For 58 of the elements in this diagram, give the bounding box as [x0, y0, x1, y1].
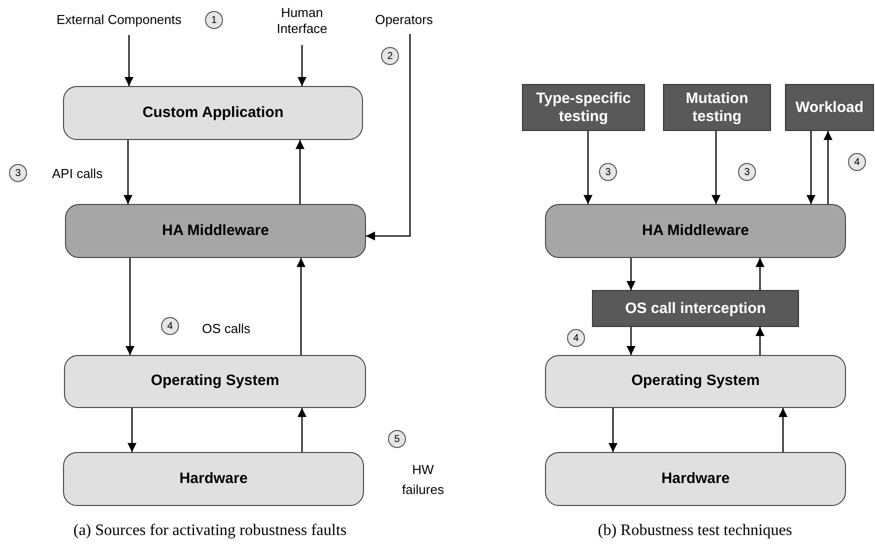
- box-label: Workload: [795, 98, 864, 116]
- arrow: [366, 34, 411, 240]
- arrow: [626, 327, 636, 355]
- box-label: Hardware: [179, 468, 248, 489]
- layer-box: [545, 355, 846, 408]
- source-label: Human Interface: [262, 2, 342, 40]
- callout-number: 3: [738, 163, 756, 181]
- layer-box: [63, 86, 363, 140]
- arrow: [128, 408, 136, 452]
- box-label: Custom Application: [142, 102, 284, 123]
- layer-box: [545, 204, 846, 258]
- callout-number: 4: [161, 317, 179, 335]
- technique-box: [663, 84, 771, 131]
- box-label: HA Middleware: [642, 220, 749, 241]
- callout-number: 3: [599, 163, 617, 181]
- layer-box: [63, 452, 364, 506]
- callout-number: 2: [381, 47, 399, 65]
- arrow: [124, 35, 134, 86]
- callout-number: 4: [848, 153, 866, 171]
- arrow: [584, 131, 592, 204]
- technique-box: [785, 84, 874, 131]
- arrow: [778, 408, 788, 452]
- annotation-text: API calls: [52, 165, 103, 183]
- arrow: [756, 258, 764, 290]
- arrow: [756, 327, 764, 355]
- arrow: [296, 140, 304, 204]
- arrow: [126, 258, 134, 355]
- layer-box: [64, 355, 366, 408]
- layer-box: [545, 452, 846, 506]
- arrow: [608, 408, 618, 452]
- callout-number: 3: [9, 164, 27, 182]
- arrow: [824, 131, 832, 204]
- caption: (a) Sources for activating robustness faults: [72, 521, 348, 541]
- box-label: Operating System: [631, 371, 760, 392]
- arrow: [124, 140, 132, 204]
- layer-box: [65, 204, 366, 258]
- annotation-text: OS calls: [202, 320, 250, 338]
- box-label: Mutation testing: [684, 90, 750, 126]
- arrow: [296, 258, 306, 355]
- technique-box: [592, 290, 799, 327]
- arrow: [298, 408, 306, 452]
- annotation-text: HW failures: [401, 461, 445, 499]
- arrow: [806, 131, 816, 204]
- box-label: Type-specific testing: [535, 90, 632, 126]
- callout-number: 5: [388, 430, 406, 448]
- box-label: HA Middleware: [162, 220, 269, 241]
- box-label: Hardware: [661, 468, 730, 489]
- source-label: External Components: [38, 10, 200, 30]
- arrow: [626, 258, 636, 290]
- technique-box: [522, 84, 645, 131]
- arrow: [298, 45, 306, 86]
- callout-number: 1: [205, 11, 223, 29]
- box-label: Operating System: [150, 371, 280, 392]
- box-label: OS call interception: [625, 300, 766, 318]
- arrow: [712, 131, 720, 204]
- callout-number: 4: [567, 329, 585, 347]
- caption: (b) Robustness test techniques: [596, 521, 794, 541]
- source-label: Operators: [372, 10, 436, 30]
